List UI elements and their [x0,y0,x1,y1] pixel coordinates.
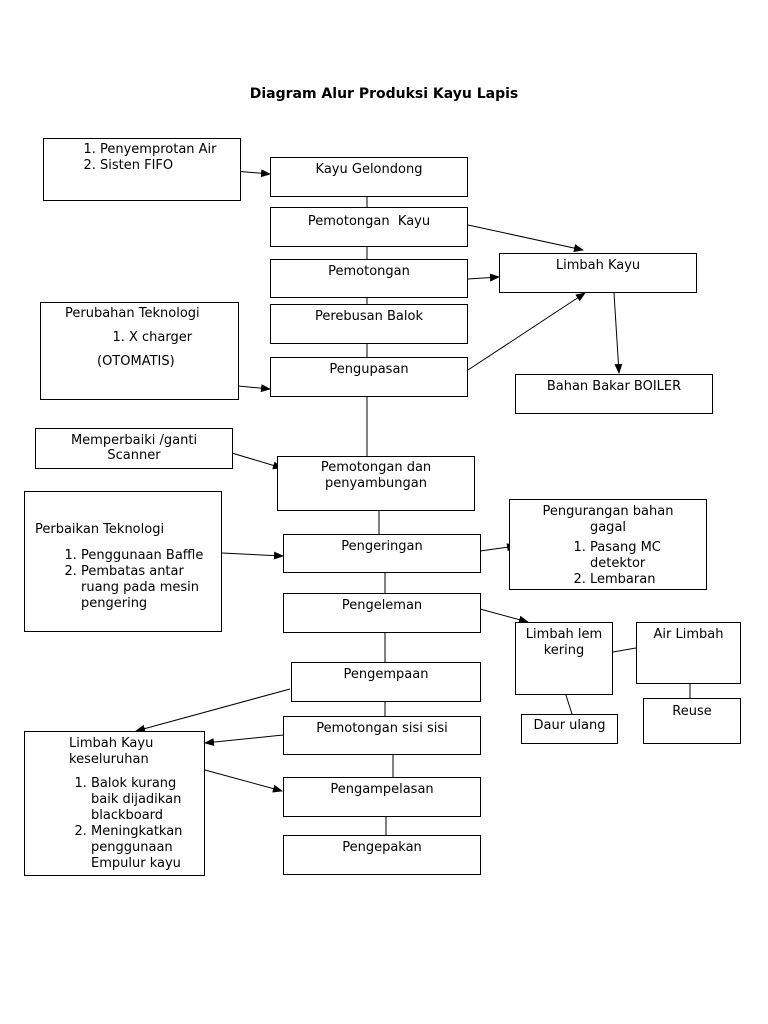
process-pemotongan-sisi-sisi: Pemotongan sisi sisi [283,716,481,755]
link-lem-to-air [612,647,637,653]
waste-label: Bahan Bakar BOILER [546,379,682,394]
improvement-item: Penyemprotan Air [100,142,240,158]
waste-label: Limbah Kayu [555,258,641,273]
process-pengeleman: Pengeleman [283,593,481,633]
process-label: Pemotongan Kayu [307,214,431,229]
waste-label: Reuse [672,704,712,719]
improvement-item: Sisten FIFO [100,158,240,174]
arrow-pengeleman-to-lem [479,608,529,624]
waste-limbah-lem-kering: Limbah lem kering [515,622,613,695]
improvement-note: (OTOMATIS) [97,354,175,369]
waste-label: Limbah lem kering [525,627,603,658]
process-pengeringan: Pengeringan [283,534,481,573]
improvement-item: Balok kurang baik dijadikan blackboard [91,776,200,824]
arrow-perbaikan-to-pengeringan [221,551,284,560]
process-label: Pemotongan [328,264,410,279]
diagram-title: Diagram Alur Produksi Kayu Lapis [249,86,519,102]
improvement-perbaikan: Perbaikan Teknologi Penggunaan Baffle Pe… [24,491,222,632]
arrow-teknologi-to-pengupasan [237,384,271,393]
arrow-pemotongan-kayu-to-limbah [467,224,584,252]
arrow-pemotongan-sisi-to-limbah-keseluruhan [204,734,284,747]
arrow-pemotongan-to-limbah [467,273,500,282]
improvement-title: Perubahan Teknologi [65,306,200,321]
process-label: Pengempaan [343,667,429,682]
improvement-item: Pembatas antar ruang pada mesin pengerin… [81,564,217,612]
process-pengepakan: Pengepakan [283,835,481,875]
process-pemotongan: Pemotongan [270,259,468,298]
arrow-limbah-to-boiler [613,292,623,374]
process-kayu-gelondong: Kayu Gelondong [270,157,468,197]
improvement-item: Penggunaan Baffle [81,548,217,564]
waste-label: Daur ulang [533,718,606,733]
waste-label: Air Limbah [653,627,724,642]
process-label: Pengupasan [329,362,409,377]
process-pengempaan: Pengempaan [291,662,481,702]
improvement-teknologi: Perubahan Teknologi X charger (OTOMATIS) [40,302,239,400]
improvement-item: Lembaran [590,572,706,588]
process-label: Kayu Gelondong [315,162,423,177]
process-label: Pemotongan sisi sisi [316,721,448,736]
waste-limbah-kayu: Limbah Kayu [499,253,697,293]
arrow-pengempaan-to-limbah-keseluruhan [135,688,291,733]
waste-daur-ulang: Daur ulang [521,714,618,744]
process-label: Perebusan Balok [314,309,423,324]
improvement-text: Memperbaiki /ganti Scanner [70,433,198,463]
process-pengupasan: Pengupasan [270,357,468,397]
waste-air-limbah: Air Limbah [636,622,741,684]
waste-title: Limbah Kayu keseluruhan [69,736,154,767]
process-label: Pengeringan [341,539,423,554]
improvement-title: Perbaikan Teknologi [35,522,165,537]
process-perebusan-balok: Perebusan Balok [270,304,468,344]
process-pemotongan-dan-penyambungan: Pemotongan dan penyambungan [277,456,475,511]
improvement-item: Meningkatkan penggunaan Empulur kayu [91,824,200,872]
process-label: Pengepakan [342,840,422,855]
process-pemotongan-kayu: Pemotongan Kayu [270,207,468,247]
improvement-title: Pengurangan bahan gagal [542,504,674,535]
process-label: Pengampelasan [330,782,434,797]
process-pengampelasan: Pengampelasan [283,777,481,817]
waste-limbah-kayu-keseluruhan: Limbah Kayu keseluruhan Balok kurang bai… [24,731,205,876]
improvement-item: Pasang MC detektor [590,540,706,572]
arrow-pengupasan-to-limbah [467,292,586,371]
improvement-fifo: Penyemprotan Air Sisten FIFO [43,138,241,201]
improvement-item: X charger [129,330,238,346]
process-label: Pengeleman [341,598,423,613]
improvement-scanner: Memperbaiki /ganti Scanner [35,428,233,469]
process-label: Pemotongan dan penyambungan [320,460,432,491]
improvement-pengurangan: Pengurangan bahan gagal Pasang MC detekt… [509,499,707,590]
waste-bahan-bakar-boiler: Bahan Bakar BOILER [515,374,713,414]
waste-reuse: Reuse [643,698,741,744]
arrow-limbah-keseluruhan-to-pengampelasan [204,769,283,793]
